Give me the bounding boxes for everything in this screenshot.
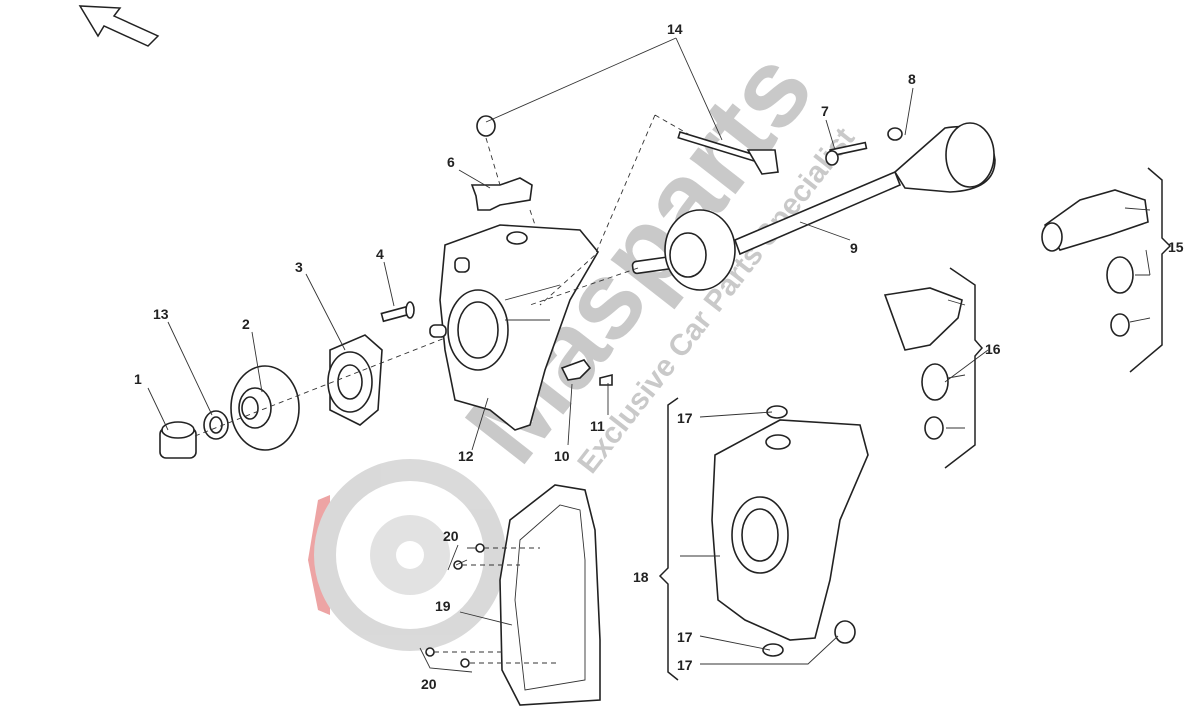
part-12-wheel-carrier	[429, 224, 599, 431]
callout-8: 8	[908, 71, 916, 87]
part-10-clip	[560, 359, 592, 381]
callout-20: 20	[421, 676, 437, 692]
callout-17: 17	[677, 629, 693, 645]
part-14-nut-bolt	[476, 115, 779, 175]
callout-17: 17	[677, 657, 693, 673]
callout-18: 18	[633, 569, 649, 585]
callout-10: 10	[554, 448, 570, 464]
callout-labels: 1 2 3 4 6 7 8 9 10 11 12 13 14 15 16 17 …	[134, 21, 1184, 692]
watermark-logo	[308, 459, 506, 651]
callout-15: 15	[1168, 239, 1184, 255]
callout-20: 20	[443, 528, 459, 544]
part-19-dust-shield	[425, 484, 601, 706]
part-13-washer	[203, 410, 229, 440]
part-11-screw	[599, 373, 613, 386]
part-2-wheel-hub	[230, 365, 300, 451]
callout-3: 3	[295, 259, 303, 275]
part-18-carrier-assembly	[711, 405, 869, 657]
callout-2: 2	[242, 316, 250, 332]
part-9-drive-shaft	[631, 122, 996, 291]
callout-17: 17	[677, 410, 693, 426]
callout-12: 12	[458, 448, 474, 464]
callout-11: 11	[590, 418, 605, 434]
part-16-boot-kit	[883, 287, 963, 440]
part-1-hub-nut	[159, 421, 197, 459]
callout-9: 9	[850, 240, 858, 256]
part-4-bolt	[380, 301, 415, 323]
part-7-bolt	[825, 141, 868, 166]
callout-19: 19	[435, 598, 451, 614]
callout-1: 1	[134, 371, 142, 387]
callout-7: 7	[821, 103, 829, 119]
callout-6: 6	[447, 154, 455, 170]
arrow-up-left-icon	[78, 5, 160, 47]
callout-16: 16	[985, 341, 1001, 357]
leader-lines	[147, 37, 1172, 681]
callout-4: 4	[376, 246, 384, 262]
part-3-wheel-bearing	[327, 334, 383, 426]
callout-13: 13	[153, 306, 169, 322]
part-15-boot-kit	[1041, 189, 1149, 337]
callout-14: 14	[667, 21, 683, 37]
